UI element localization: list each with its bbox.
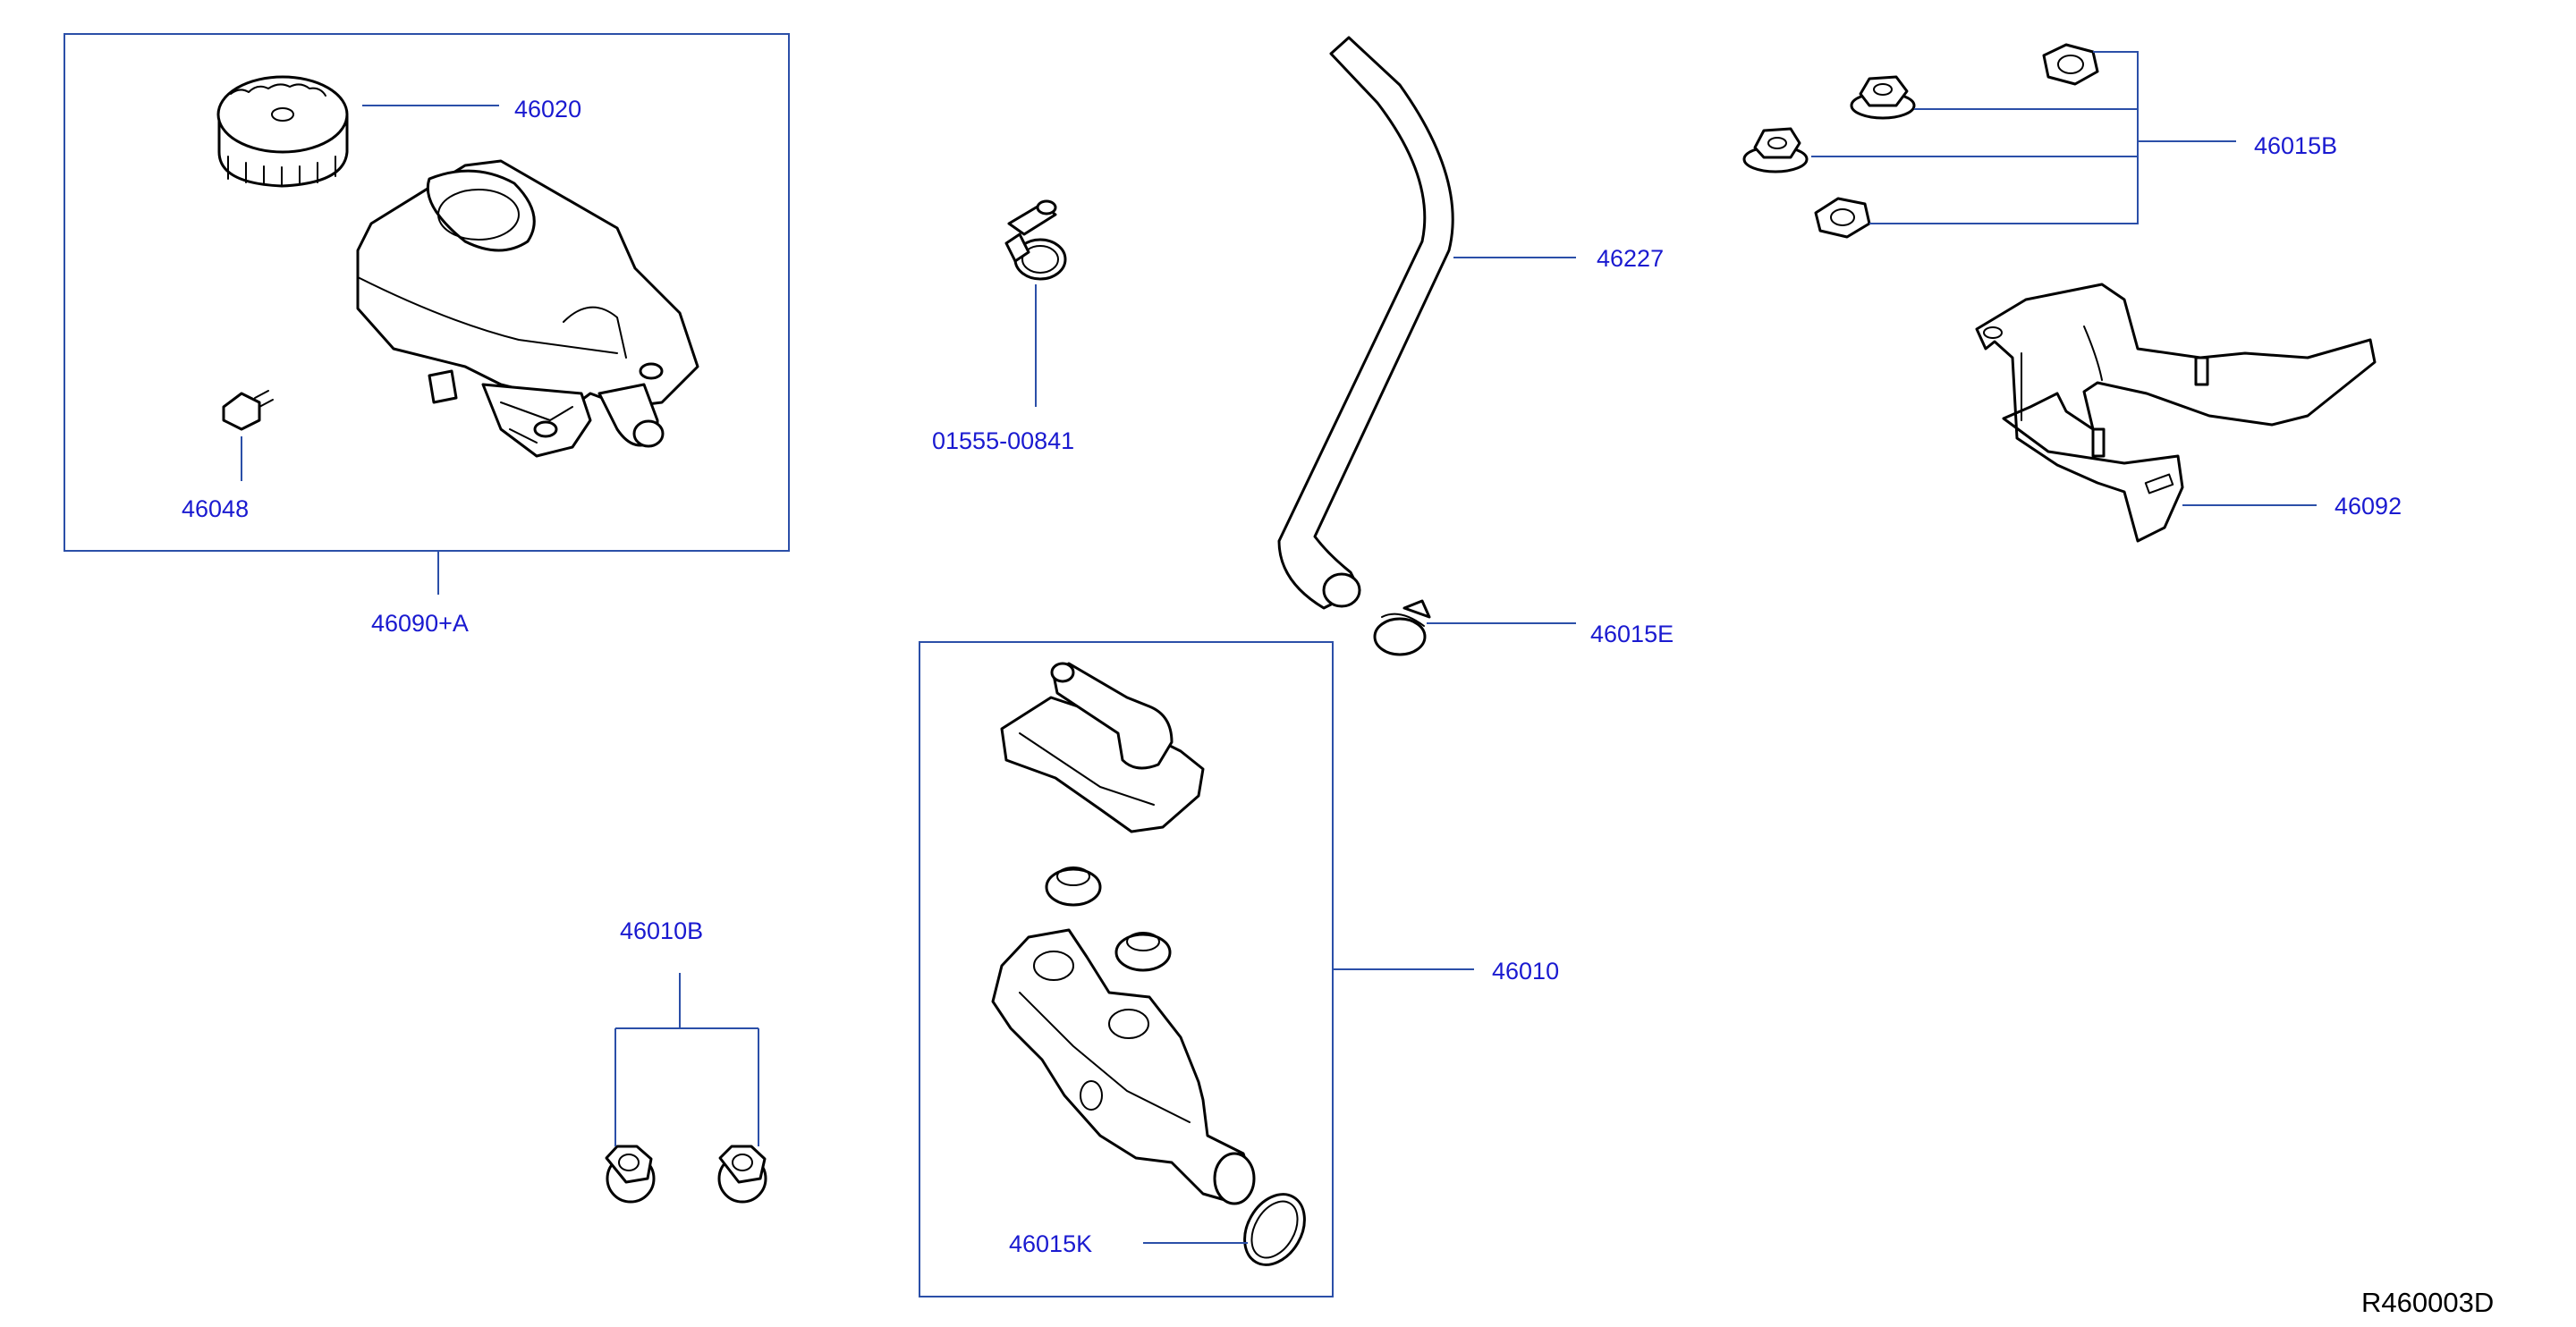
flange-nut-4[interactable] [1814,197,1871,239]
label-46092[interactable]: 46092 [2334,493,2402,520]
label-46227[interactable]: 46227 [1597,245,1664,272]
cylinder-inlet-cap[interactable] [1000,662,1205,833]
reservoir-cap[interactable] [216,75,349,188]
level-sensor[interactable] [222,390,274,431]
flange-nut-1[interactable] [2042,43,2099,86]
label-46015B[interactable]: 46015B [2254,132,2337,159]
cylinder-nut-1[interactable] [605,1145,656,1204]
o-ring[interactable] [1233,1184,1317,1276]
flange-nut-2[interactable] [1850,75,1916,120]
hose-clip[interactable] [1373,599,1431,656]
cylinder-nut-2[interactable] [717,1145,767,1204]
master-cylinder-body[interactable] [991,928,1256,1205]
reservoir-assembly-box [64,33,790,552]
flange-nut-3[interactable] [1742,127,1809,173]
leader-46010B [614,973,759,1146]
mounting-bracket[interactable] [1975,283,2377,543]
diagram-reference: R460003D [2361,1287,2494,1318]
grommet-2[interactable] [1114,932,1172,972]
label-46010B[interactable]: 46010B [620,917,703,944]
leader-46015B [1811,51,2236,224]
label-46010[interactable]: 46010 [1492,958,1559,985]
hose-clamp[interactable] [1004,199,1067,281]
label-46020[interactable]: 46020 [514,96,581,123]
grommet-1[interactable] [1045,866,1102,907]
label-46048[interactable]: 46048 [182,495,249,522]
brake-fluid-hose[interactable] [1277,36,1454,610]
label-01555[interactable]: 01555-00841 [932,427,1074,454]
label-46015K[interactable]: 46015K [1009,1230,1092,1257]
reservoir-tank[interactable] [356,159,699,458]
label-46015E[interactable]: 46015E [1590,621,1674,647]
label-46090A[interactable]: 46090+A [371,610,469,637]
